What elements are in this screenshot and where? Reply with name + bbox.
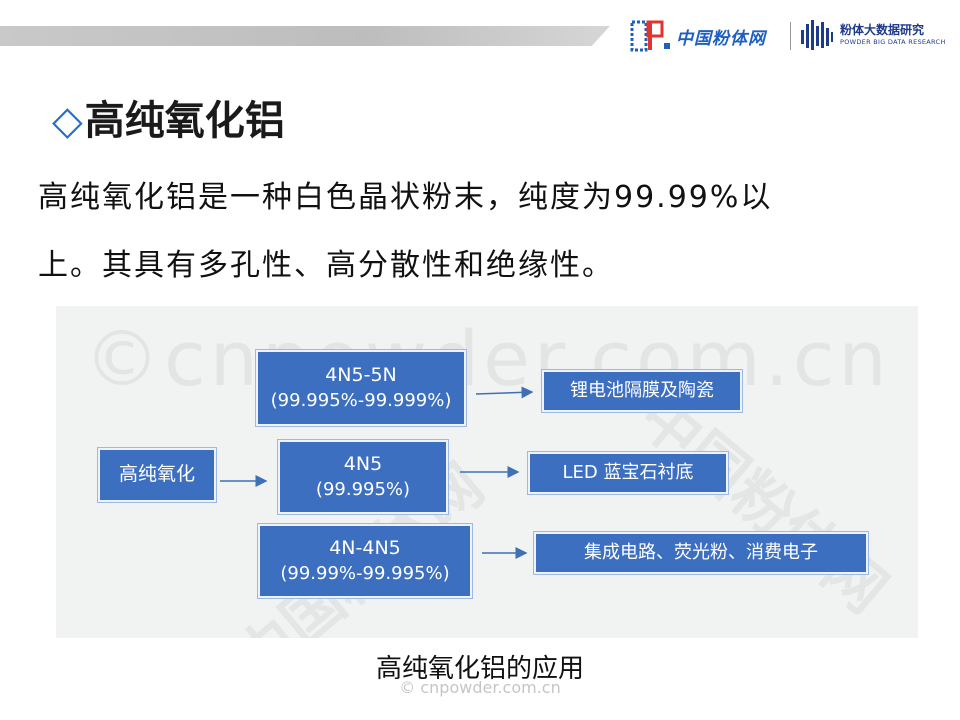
diagram-watermark: ©cnpowder.com.cn bbox=[84, 314, 891, 403]
page-title: ◇高纯氧化铝 bbox=[52, 88, 285, 146]
grade-name: 4N-4N5 bbox=[329, 537, 401, 560]
diagram-caption: 高纯氧化铝的应用 bbox=[375, 654, 584, 684]
grade-range: (99.995%) bbox=[315, 478, 411, 500]
logo2-title: 粉体大数据研究 bbox=[840, 23, 925, 37]
body-text-line-1: 高纯氧化铝是一种白色晶状粉末，纯度为99.99%以 bbox=[38, 180, 773, 215]
application-box-battery: 锂电池隔膜及陶瓷 bbox=[542, 370, 742, 412]
grade-range: (99.99%-99.995%) bbox=[280, 562, 450, 584]
grade-box-4n5: 4N5 (99.995%) bbox=[278, 440, 448, 514]
header-bar bbox=[0, 26, 610, 46]
diamond-icon: ◇ bbox=[52, 98, 83, 144]
grade-range: (99.995%-99.999%) bbox=[270, 389, 452, 411]
logo2-subtitle: POWDER BIG DATA RESEARCH bbox=[840, 38, 946, 46]
grade-box-4n-4n5: 4N-4N5 (99.99%-99.995%) bbox=[258, 524, 472, 598]
root-label: 高纯氧化 bbox=[118, 463, 195, 486]
logo1-text: 中国粉体网 bbox=[676, 29, 766, 49]
application-label: 锂电池隔膜及陶瓷 bbox=[570, 379, 714, 401]
cnpowder-logo-icon bbox=[630, 20, 670, 52]
root-box: 高纯氧化 bbox=[98, 448, 216, 502]
application-label: 集成电路、荧光粉、消费电子 bbox=[584, 541, 818, 563]
grade-name: 4N5 bbox=[343, 453, 383, 476]
logo-area: 中国粉体网 粉体大数据研究 POWDER BIG DATA RESEARCH bbox=[630, 16, 950, 56]
body-text-line-2: 上。其具有多孔性、高分散性和绝缘性。 bbox=[38, 248, 614, 283]
application-box-led: LED 蓝宝石衬底 bbox=[528, 452, 728, 494]
grade-box-4n5-5n: 4N5-5N (99.995%-99.999%) bbox=[256, 350, 466, 426]
arrow-grade0-to-app bbox=[475, 386, 534, 399]
application-box-ic: 集成电路、荧光粉、消费电子 bbox=[534, 532, 868, 574]
application-diagram: ©cnpowder.com.cn 中国粉体网 中国粉体网 高纯氧化 4N5-5N… bbox=[56, 306, 918, 638]
logo-divider bbox=[790, 22, 791, 50]
application-label: LED 蓝宝石衬底 bbox=[562, 461, 694, 483]
grade-name: 4N5-5N bbox=[325, 364, 397, 387]
bar-chart-logo-icon bbox=[801, 20, 833, 50]
page-title-text: 高纯氧化铝 bbox=[84, 98, 285, 144]
diagram-arrows bbox=[220, 386, 534, 559]
footer-watermark: © cnpowder.com.cn bbox=[399, 678, 561, 697]
